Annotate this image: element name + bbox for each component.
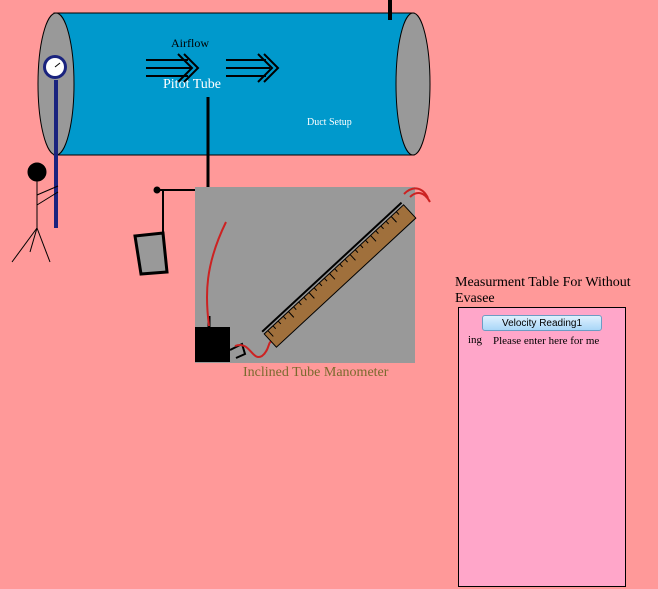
reading-input[interactable] <box>493 333 613 348</box>
airflow-arrows <box>146 53 280 83</box>
velocity-reading-button[interactable]: Velocity Reading1 <box>482 315 602 331</box>
duct <box>37 0 431 156</box>
measurement-table-title: Measurment Table For Without Evasee <box>455 275 631 306</box>
pressure-gauge-icon <box>43 55 67 228</box>
person-icon <box>11 162 59 263</box>
pitot-tube-label: Pitot Tube <box>163 77 221 92</box>
hanging-plate <box>133 231 169 276</box>
row-label: ing <box>468 334 483 346</box>
duct-setup-label: Duct Setup <box>307 117 352 128</box>
measurement-table: Velocity Reading1 ing <box>458 307 626 587</box>
manometer-tubing <box>205 187 431 359</box>
manometer-panel <box>195 187 415 363</box>
airflow-label: Airflow <box>171 36 209 50</box>
manometer-label: Inclined Tube Manometer <box>243 365 389 380</box>
inclined-scale <box>261 201 417 348</box>
